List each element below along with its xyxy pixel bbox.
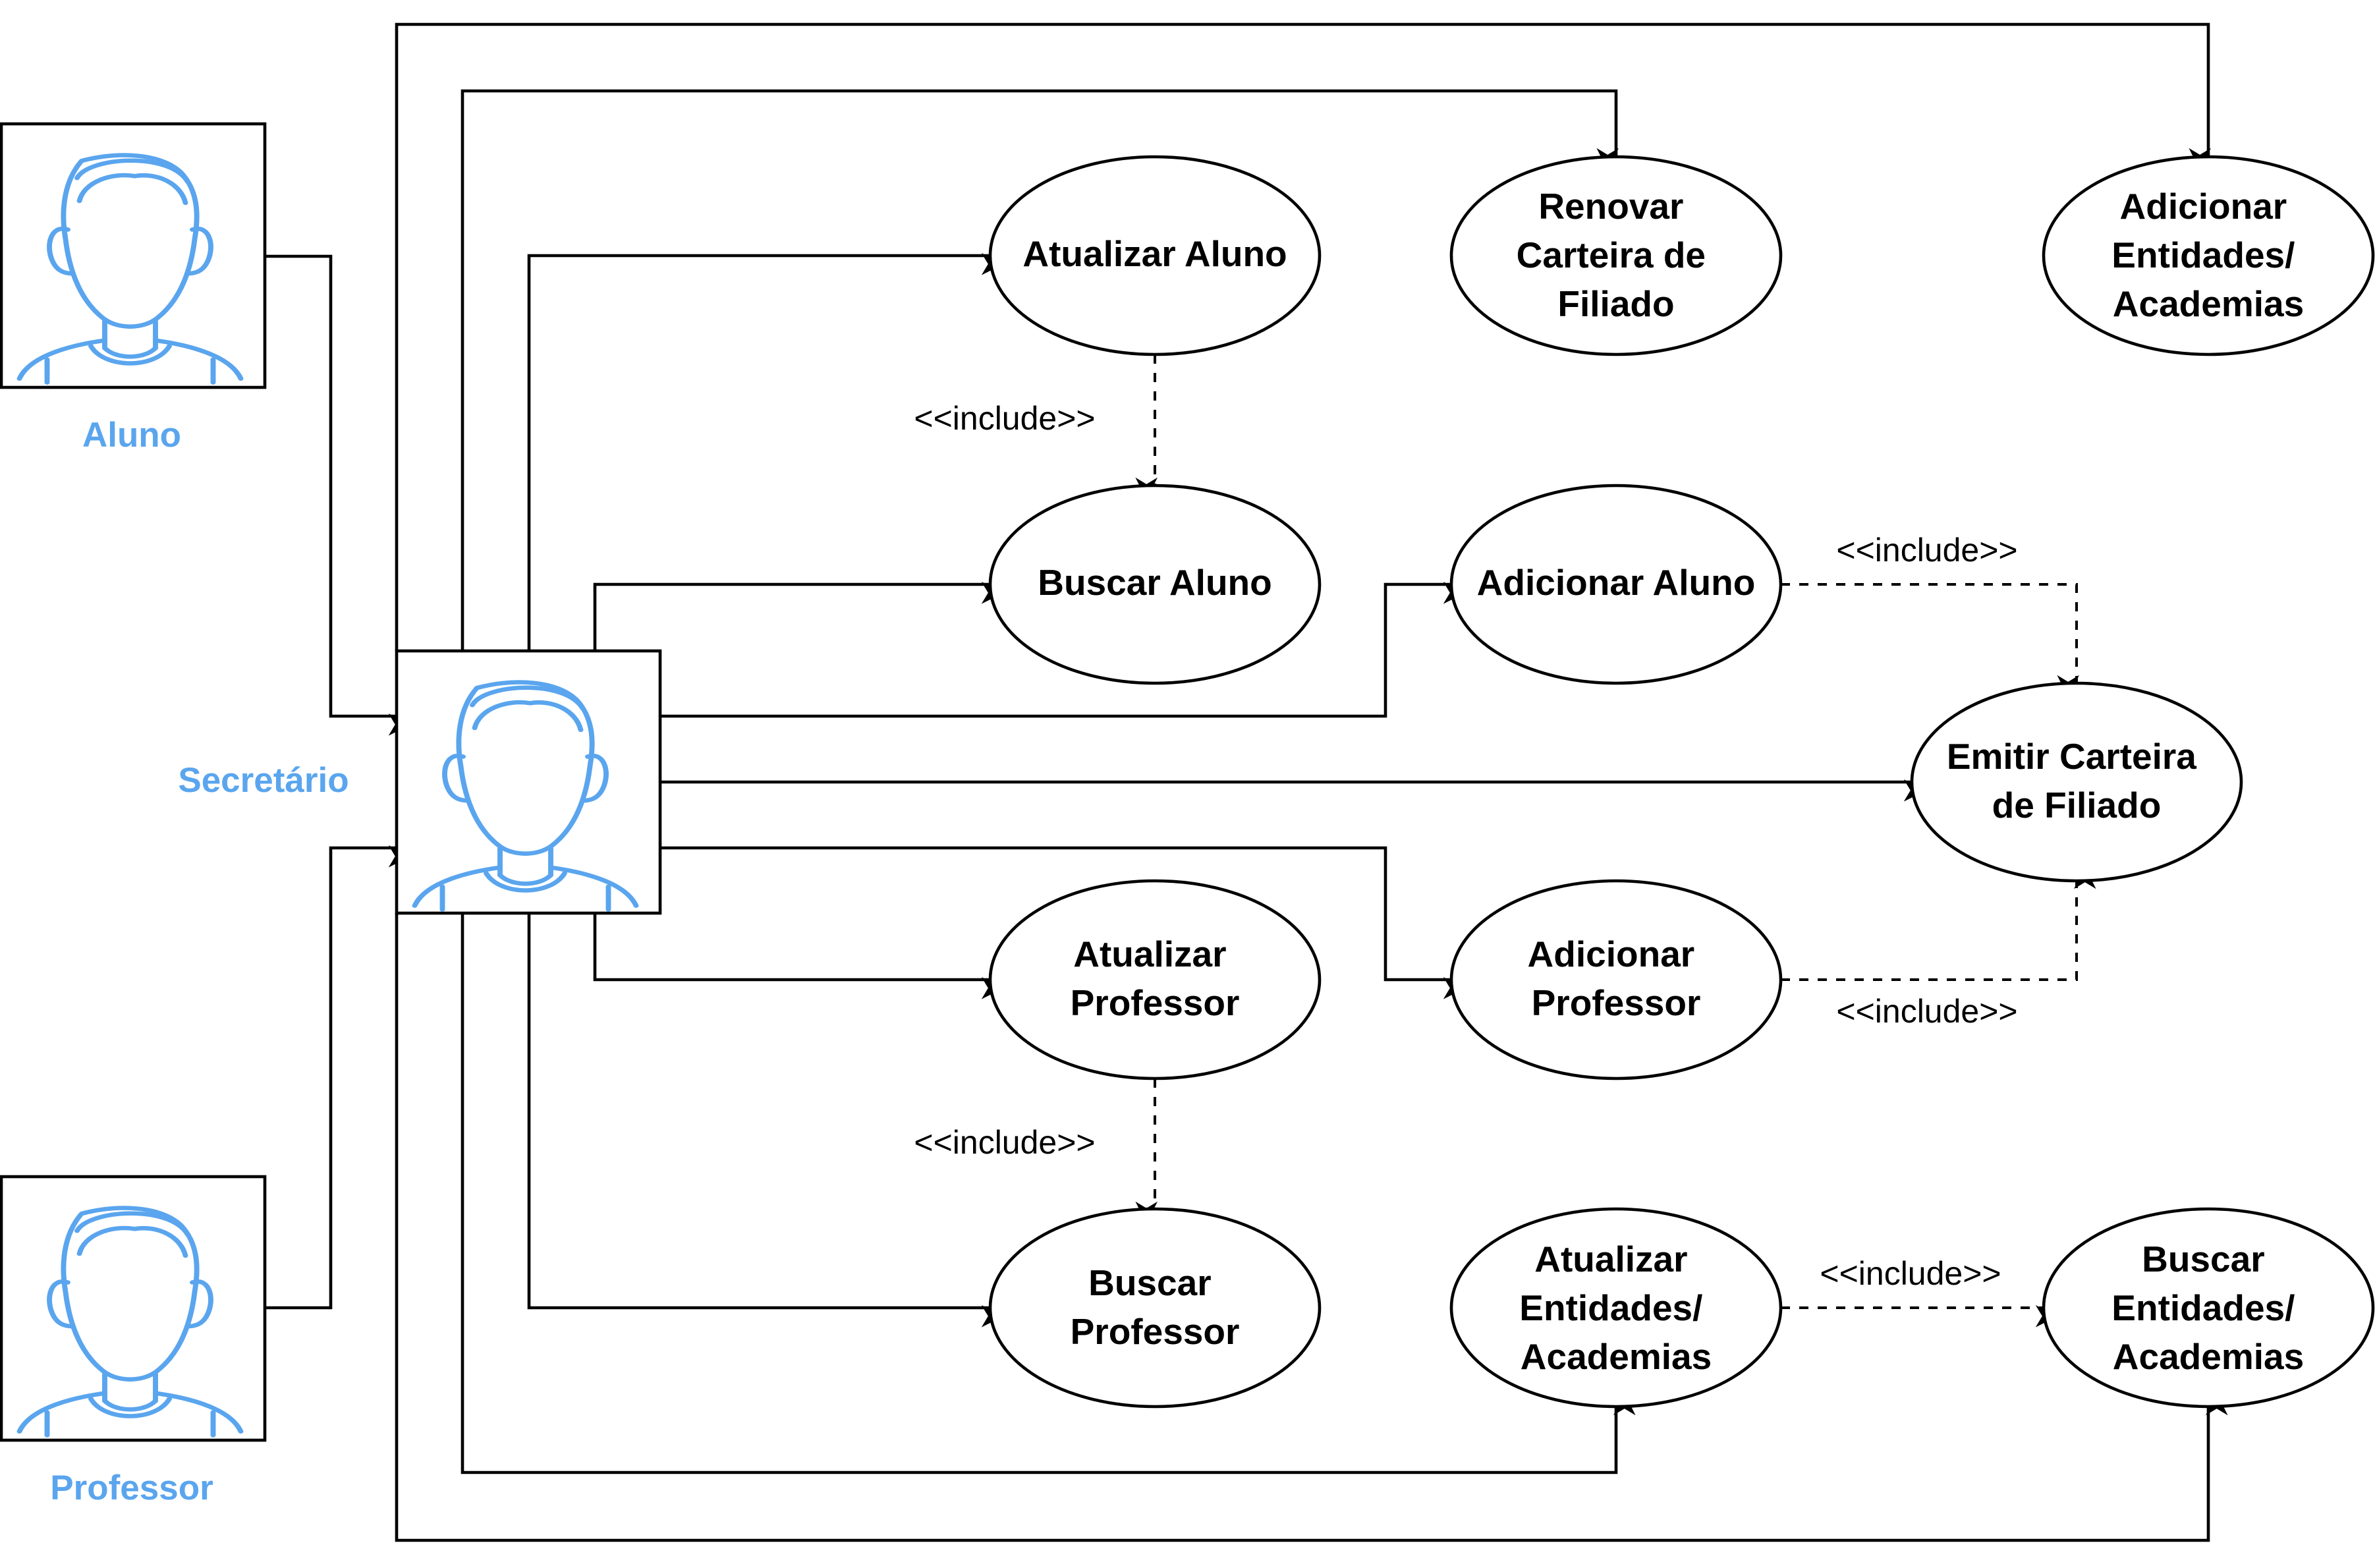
svg-text:Adicionar Entidades/: Adicionar Entidades/ Academias: [2111, 186, 2305, 324]
use-case-atualizar-entidades[interactable]: Atualizar Entidades/ Academias: [1449, 1207, 1783, 1409]
include-label: <<include>>: [1836, 993, 2017, 1030]
actor-professor[interactable]: Professor: [0, 1175, 267, 1507]
assoc-secretario-renovar-carteira: [461, 89, 1619, 651]
svg-text:Emitir Carteira de Filia: Emitir Carteira de Filiado: [1947, 736, 2206, 826]
use-case-buscar-entidades[interactable]: Buscar Entidades/ Academias: [2042, 1207, 2375, 1409]
use-case-label: Adicionar: [2120, 186, 2287, 227]
use-case-atualizar-professor[interactable]: Atualizar Professor: [988, 879, 1322, 1080]
use-case-label: Entidades/: [2111, 235, 2295, 275]
use-case-label: Buscar: [2142, 1239, 2264, 1279]
assoc-aluno-secretario: [265, 254, 411, 736]
use-case-adicionar-aluno[interactable]: Adicionar Aluno: [1449, 484, 1783, 685]
use-case-label: Buscar Aluno: [1038, 562, 1272, 603]
svg-text:Atualizar Professor: Atualizar Professor: [1071, 934, 1240, 1023]
svg-text:Buscar Entidades/: Buscar Entidades/ Academias: [2111, 1239, 2305, 1377]
svg-text:Buscar Aluno: Buscar Aluno: [1038, 562, 1272, 603]
use-case-adicionar-entidades[interactable]: Adicionar Entidades/ Academias: [2042, 155, 2375, 356]
actor-label: Aluno: [82, 416, 181, 455]
use-case-label: Atualizar: [1073, 934, 1226, 974]
use-case-label: Renovar: [1538, 186, 1683, 227]
use-case-label: Professor: [1071, 982, 1240, 1023]
assoc-secretario-adicionar-entidades: [395, 22, 2211, 651]
assoc-secretario-atualizar-professor: [593, 913, 1004, 999]
svg-text:Atualizar Entidades/: Atualizar Entidades/ Academias: [1519, 1239, 1712, 1377]
assoc-secretario-adicionar-aluno: [660, 582, 1466, 718]
use-case-renovar-carteira[interactable]: Renovar Carteira de Filiado: [1449, 155, 1783, 356]
actor-aluno[interactable]: Aluno: [0, 122, 267, 455]
use-case-label: de Filiado: [1992, 785, 2162, 826]
include-line-adicionar-aluno: [1781, 583, 2079, 698]
use-case-adicionar-professor[interactable]: Adicionar Professor: [1449, 879, 1783, 1080]
assoc-secretario-atualizar-entidades: [461, 913, 1636, 1474]
actor-secretario[interactable]: Secretário: [178, 649, 662, 915]
use-case-atualizar-aluno[interactable]: Atualizar Aluno: [988, 155, 1322, 356]
svg-text:Adicionar Aluno: Adicionar Aluno: [1477, 562, 1756, 603]
assoc-secretario-atualizar-aluno: [527, 253, 1004, 651]
use-case-label: Adicionar Aluno: [1477, 562, 1756, 603]
include-label: <<include>>: [914, 400, 1095, 437]
use-case-buscar-aluno[interactable]: Buscar Aluno: [988, 484, 1322, 685]
assoc-secretario-buscar-aluno: [593, 582, 1004, 651]
assoc-secretario-buscar-professor: [527, 913, 1004, 1328]
use-case-buscar-professor[interactable]: Buscar Professor: [988, 1207, 1322, 1409]
include-label: <<include>>: [914, 1124, 1095, 1161]
assoc-professor-secretario: [265, 845, 411, 1310]
svg-text:Adicionar Professor: Adicionar Professor: [1528, 934, 1705, 1023]
actor-label: Secretário: [178, 761, 349, 800]
use-case-label: Atualizar Aluno: [1022, 233, 1287, 274]
svg-text:Atualizar Aluno: Atualizar Aluno: [1022, 233, 1287, 274]
include-label: <<include>>: [1836, 532, 2017, 569]
use-case-label: Academias: [1521, 1336, 1712, 1377]
use-case-label: Carteira de: [1517, 235, 1706, 275]
use-case-emitir-carteira[interactable]: Emitir Carteira de Filiado: [1910, 681, 2243, 883]
use-case-label: Professor: [1071, 1311, 1240, 1352]
assoc-secretario-adicionar-professor: [660, 846, 1466, 999]
use-case-label: Academias: [2113, 1336, 2304, 1377]
include-label: <<include>>: [1820, 1255, 2001, 1292]
use-case-label: Buscar: [1088, 1262, 1211, 1303]
use-case-label: Entidades/: [2111, 1287, 2295, 1328]
use-case-label: Atualizar: [1534, 1239, 1687, 1279]
svg-text:Buscar Professor: Buscar Professor: [1071, 1262, 1240, 1352]
use-case-label: Academias: [2113, 283, 2304, 324]
assoc-secretario-buscar-entidades: [395, 913, 2228, 1542]
use-case-label: Entidades/: [1519, 1287, 1702, 1328]
include-line-adicionar-professor: [1781, 866, 2096, 981]
use-case-label: Adicionar: [1528, 934, 1695, 974]
use-case-label: Professor: [1532, 982, 1701, 1023]
svg-text:Renovar Carteira de: Renovar Carteira de Filiado: [1517, 186, 1716, 324]
actor-label: Professor: [50, 1469, 213, 1507]
use-case-label: Filiado: [1557, 283, 1674, 324]
use-case-label: Emitir Carteira: [1947, 736, 2196, 777]
